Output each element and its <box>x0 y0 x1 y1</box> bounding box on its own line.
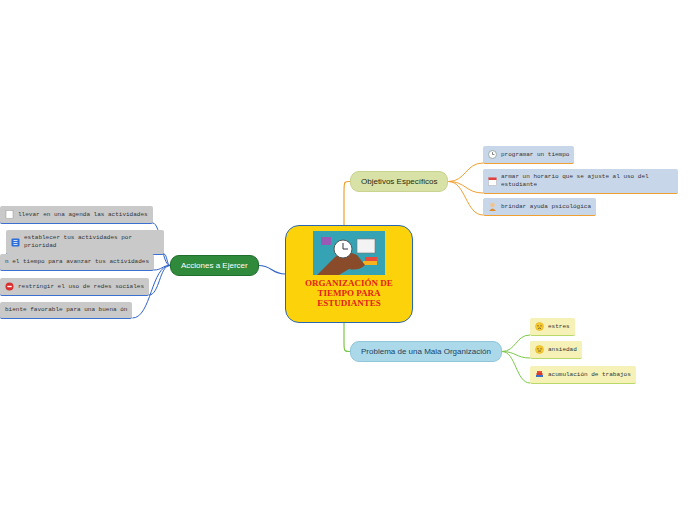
node-icon <box>5 282 14 291</box>
branch-connector <box>502 335 530 352</box>
subtopic: establecer tus actividades por prioridad <box>6 230 164 255</box>
branch-label: Objetivos Específicos <box>361 177 437 186</box>
subtopic: llevar en una agenda las actividades <box>0 206 153 224</box>
subtopic: armar un horario que se ajuste al uso de… <box>483 169 678 194</box>
node-icon <box>535 322 544 331</box>
subtopic: brindar ayuda psicológica <box>483 198 596 216</box>
branch-topic: Objetivos Específicos <box>350 171 448 192</box>
subtopic: biente favorable para una buena ón <box>0 302 132 319</box>
subtopic-label: acumulación de trabajos <box>548 371 631 379</box>
branch-topic: Problema de una Mala Organización <box>350 341 502 362</box>
branch-topic: Acciones a Ejercer <box>170 255 259 276</box>
branch-label: Problema de una Mala Organización <box>361 347 491 356</box>
subtopic-label: estres <box>548 323 570 331</box>
subtopic: acumulación de trabajos <box>530 366 636 384</box>
node-icon <box>488 150 497 159</box>
subtopic-label: n el tiempo para avanzar tus actividades <box>5 258 149 266</box>
central-topic: ORGANIZACIÓN DE TIEMPO PARA ESTUDIANTES <box>285 225 413 323</box>
subtopic-label: ansiedad <box>548 346 577 354</box>
central-illustration <box>313 231 385 275</box>
subtopic: estres <box>530 318 575 336</box>
subtopic: restringir el uso de redes sociales <box>0 278 149 296</box>
branch-connector <box>344 323 350 352</box>
branch-connector <box>502 352 530 384</box>
node-icon <box>535 370 544 379</box>
subtopic-label: programar un tiempo <box>501 151 569 159</box>
subtopic-label: biente favorable para una buena ón <box>5 306 127 314</box>
topic-title: ORGANIZACIÓN DE TIEMPO PARA ESTUDIANTES <box>294 278 404 308</box>
branch-connector <box>448 163 483 182</box>
subtopic-label: establecer tus actividades por prioridad <box>24 234 159 250</box>
node-icon <box>488 177 497 186</box>
branch-label: Acciones a Ejercer <box>181 261 248 270</box>
branch-connector <box>448 182 483 216</box>
node-icon <box>5 210 14 219</box>
subtopic-label: restringir el uso de redes sociales <box>18 283 144 291</box>
node-icon <box>11 238 20 247</box>
branch-connector <box>259 266 285 275</box>
node-icon <box>488 202 497 211</box>
node-icon <box>535 345 544 354</box>
subtopic: n el tiempo para avanzar tus actividades <box>0 254 154 271</box>
subtopic: ansiedad <box>530 341 582 359</box>
subtopic-label: brindar ayuda psicológica <box>501 203 591 211</box>
branch-connector <box>344 182 350 226</box>
subtopic-label: armar un horario que se ajuste al uso de… <box>501 173 673 189</box>
subtopic: programar un tiempo <box>483 146 574 164</box>
subtopic-label: llevar en una agenda las actividades <box>18 211 148 219</box>
